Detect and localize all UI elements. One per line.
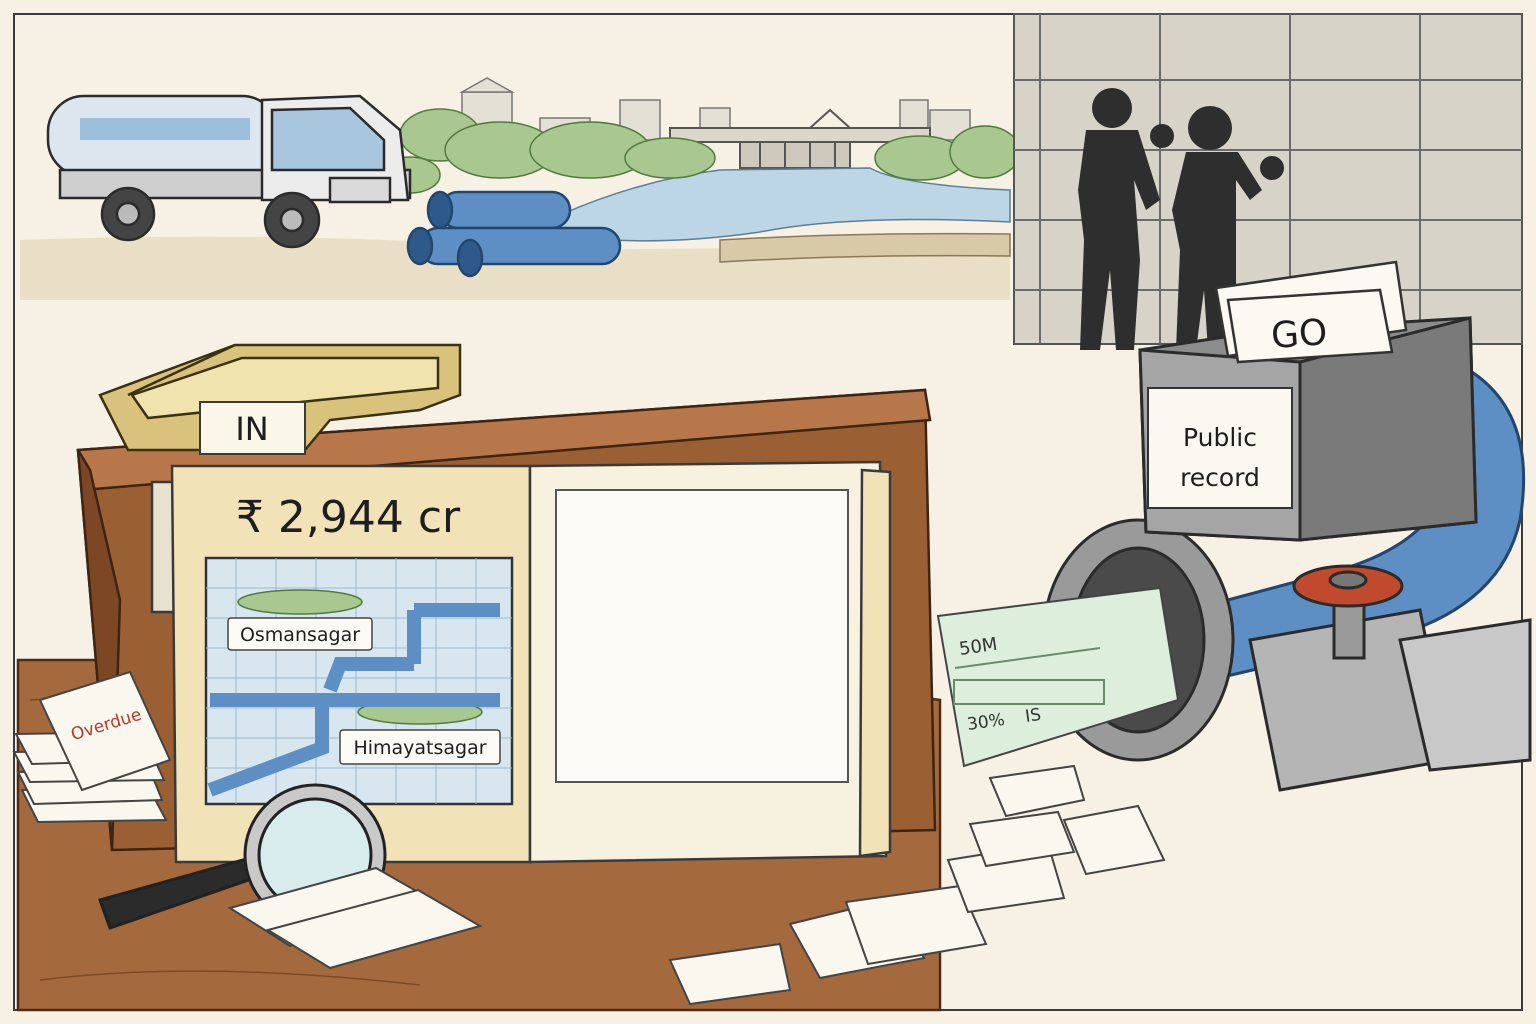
silhouette-people [1078, 88, 1284, 350]
label-osmansagar: Osmansagar [227, 617, 373, 651]
dam-bridge [669, 108, 931, 169]
stacked-pipes [406, 190, 622, 278]
osmansagar-label: Osmansagar [240, 624, 360, 646]
public-record-line1: Public [1183, 423, 1257, 452]
map-pipelines [207, 603, 500, 797]
reservoir-map: Osmansagar Himayatsagar [204, 556, 514, 806]
cheque-note: IS [1024, 705, 1042, 727]
reservoir-greenery [237, 589, 483, 725]
embankment [719, 232, 1011, 263]
public-record-plate: Public record [1147, 387, 1293, 509]
label-himayatsagar: Himayatsagar [339, 729, 501, 765]
public-record-line2: record [1180, 463, 1260, 492]
in-tray-label: IN [199, 401, 306, 455]
cheque [936, 586, 1180, 768]
blank-page-frame [555, 489, 849, 783]
overdue-paper-stack [12, 670, 172, 824]
water-tanker-truck [46, 94, 412, 249]
project-cost-amount: ₹ 2,944 cr [236, 492, 461, 543]
in-tray-label-text: IN [235, 410, 268, 448]
himayatsagar-label: Himayatsagar [353, 737, 486, 759]
landscape [20, 77, 1021, 300]
go-label: GO [1270, 312, 1329, 357]
loose-papers [227, 764, 1166, 1006]
valve-assembly [1248, 564, 1532, 792]
go-papers [1214, 260, 1408, 364]
riverbank-bushes [379, 108, 1021, 194]
